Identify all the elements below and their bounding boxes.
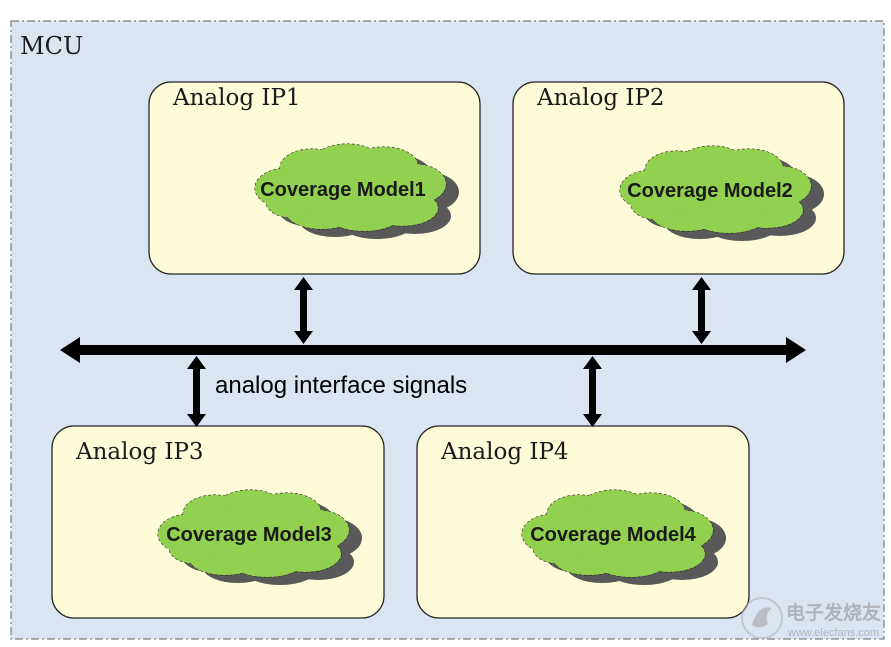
connector-ip4 <box>583 356 602 427</box>
analog-ip3-title: Analog IP3 <box>75 439 204 465</box>
bus-label: analog interface signals <box>215 372 467 399</box>
elecfans-logo-icon <box>741 597 783 639</box>
coverage-model4-cloud: Coverage Model4 <box>521 489 726 585</box>
watermark-name: 电子发烧友 <box>786 601 881 624</box>
connector-ip3 <box>187 356 206 427</box>
analog-bus <box>60 337 806 363</box>
connector-ip2 <box>692 277 711 344</box>
bus-right-arrowhead <box>786 337 806 363</box>
mcu-title: MCU <box>20 32 83 60</box>
analog-ip4-block: Analog IP4 Coverage Model4 <box>416 425 750 619</box>
connector-ip1 <box>294 277 313 344</box>
analog-ip4-title: Analog IP4 <box>440 439 569 465</box>
coverage-model3-label: Coverage Model3 <box>166 524 332 546</box>
coverage-model2-label: Coverage Model2 <box>627 180 793 202</box>
coverage-model1-label: Coverage Model1 <box>260 179 426 201</box>
analog-ip2-title: Analog IP2 <box>536 85 665 111</box>
analog-ip2-block: Analog IP2 Coverage Model2 <box>512 81 845 275</box>
analog-ip1-block: Analog IP1 Coverage Model1 <box>148 81 481 275</box>
analog-ip1-title: Analog IP1 <box>172 85 301 111</box>
watermark-url: www.elecfans.com <box>787 627 879 639</box>
bus-left-arrowhead <box>60 337 80 363</box>
coverage-model2-cloud: Coverage Model2 <box>619 145 824 241</box>
coverage-model3-cloud: Coverage Model3 <box>157 489 362 585</box>
coverage-model1-cloud: Coverage Model1 <box>254 143 459 239</box>
coverage-model4-label: Coverage Model4 <box>530 524 696 546</box>
analog-ip3-block: Analog IP3 Coverage Model3 <box>51 425 385 619</box>
watermark: 电子发烧友 www.elecfans.com <box>741 597 881 639</box>
